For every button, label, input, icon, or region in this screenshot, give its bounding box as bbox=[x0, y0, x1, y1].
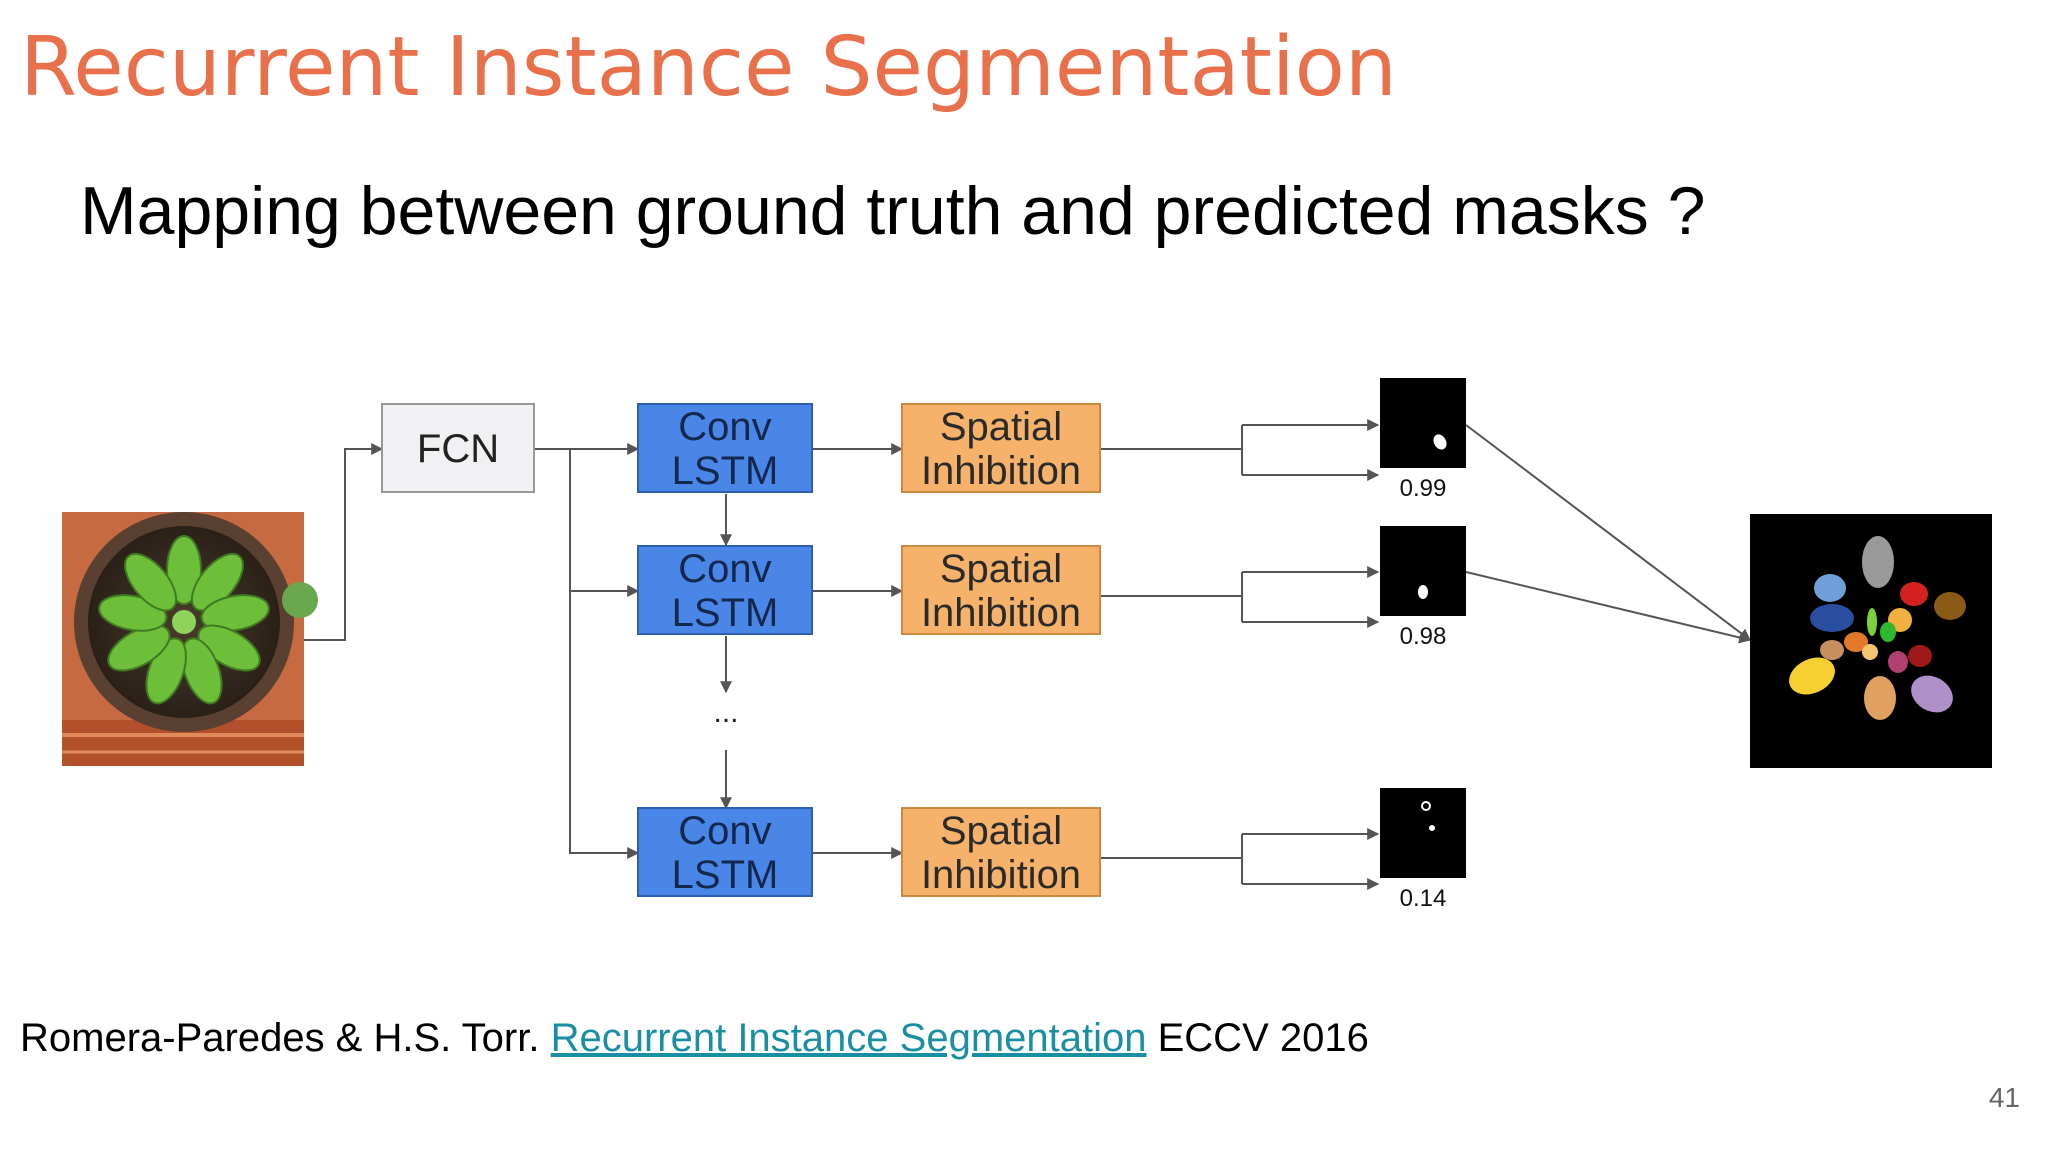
conv-lstm-label-line1: Conv bbox=[678, 809, 771, 853]
paper-link[interactable]: Recurrent Instance Segmentation bbox=[550, 1016, 1147, 1060]
spatial-inhibition-label-line1: Spatial bbox=[940, 809, 1062, 853]
conv-lstm-label-line2: LSTM bbox=[672, 449, 779, 493]
fcn-box: FCN bbox=[381, 403, 535, 493]
confidence-score-3: 0.14 bbox=[1400, 885, 1447, 912]
conv-lstm-box-3: Conv LSTM bbox=[637, 807, 813, 897]
spatial-inhibition-box-1: Spatial Inhibition bbox=[901, 403, 1101, 493]
spatial-inhibition-label-line2: Inhibition bbox=[921, 449, 1081, 493]
conv-lstm-label-line2: LSTM bbox=[672, 853, 779, 897]
input-plant-image bbox=[62, 512, 318, 766]
predicted-mask-2 bbox=[1380, 526, 1466, 616]
predicted-mask-3 bbox=[1380, 788, 1466, 878]
conv-lstm-box-1: Conv LSTM bbox=[637, 403, 813, 493]
spatial-inhibition-box-3: Spatial Inhibition bbox=[901, 807, 1101, 897]
spatial-inhibition-label-line2: Inhibition bbox=[921, 853, 1081, 897]
conv-lstm-label-line1: Conv bbox=[678, 405, 771, 449]
spatial-inhibition-label-line1: Spatial bbox=[940, 547, 1062, 591]
spatial-inhibition-box-2: Spatial Inhibition bbox=[901, 545, 1101, 635]
output-segmentation-mask bbox=[1750, 514, 1992, 768]
confidence-score-1: 0.99 bbox=[1400, 475, 1447, 502]
slide-title: Recurrent Instance Segmentation bbox=[20, 20, 1397, 115]
citation-authors: Romera-Paredes & H.S. Torr. bbox=[20, 1016, 540, 1060]
citation-venue: ECCV 2016 bbox=[1157, 1016, 1369, 1060]
conv-lstm-label-line1: Conv bbox=[678, 547, 771, 591]
conv-lstm-box-2: Conv LSTM bbox=[637, 545, 813, 635]
citation: Romera-Paredes & H.S. Torr. Recurrent In… bbox=[20, 1016, 1369, 1061]
confidence-score-2: 0.98 bbox=[1400, 623, 1447, 650]
spatial-inhibition-label-line1: Spatial bbox=[940, 405, 1062, 449]
slide-subtitle: Mapping between ground truth and predict… bbox=[80, 173, 1706, 249]
page-number: 41 bbox=[1988, 1082, 2020, 1113]
connector-lines bbox=[304, 419, 1752, 890]
conv-lstm-label-line2: LSTM bbox=[672, 591, 779, 635]
ellipsis-label: ... bbox=[713, 696, 738, 729]
spatial-inhibition-label-line2: Inhibition bbox=[921, 591, 1081, 635]
fcn-label: FCN bbox=[417, 427, 499, 471]
predicted-mask-1 bbox=[1380, 378, 1466, 468]
